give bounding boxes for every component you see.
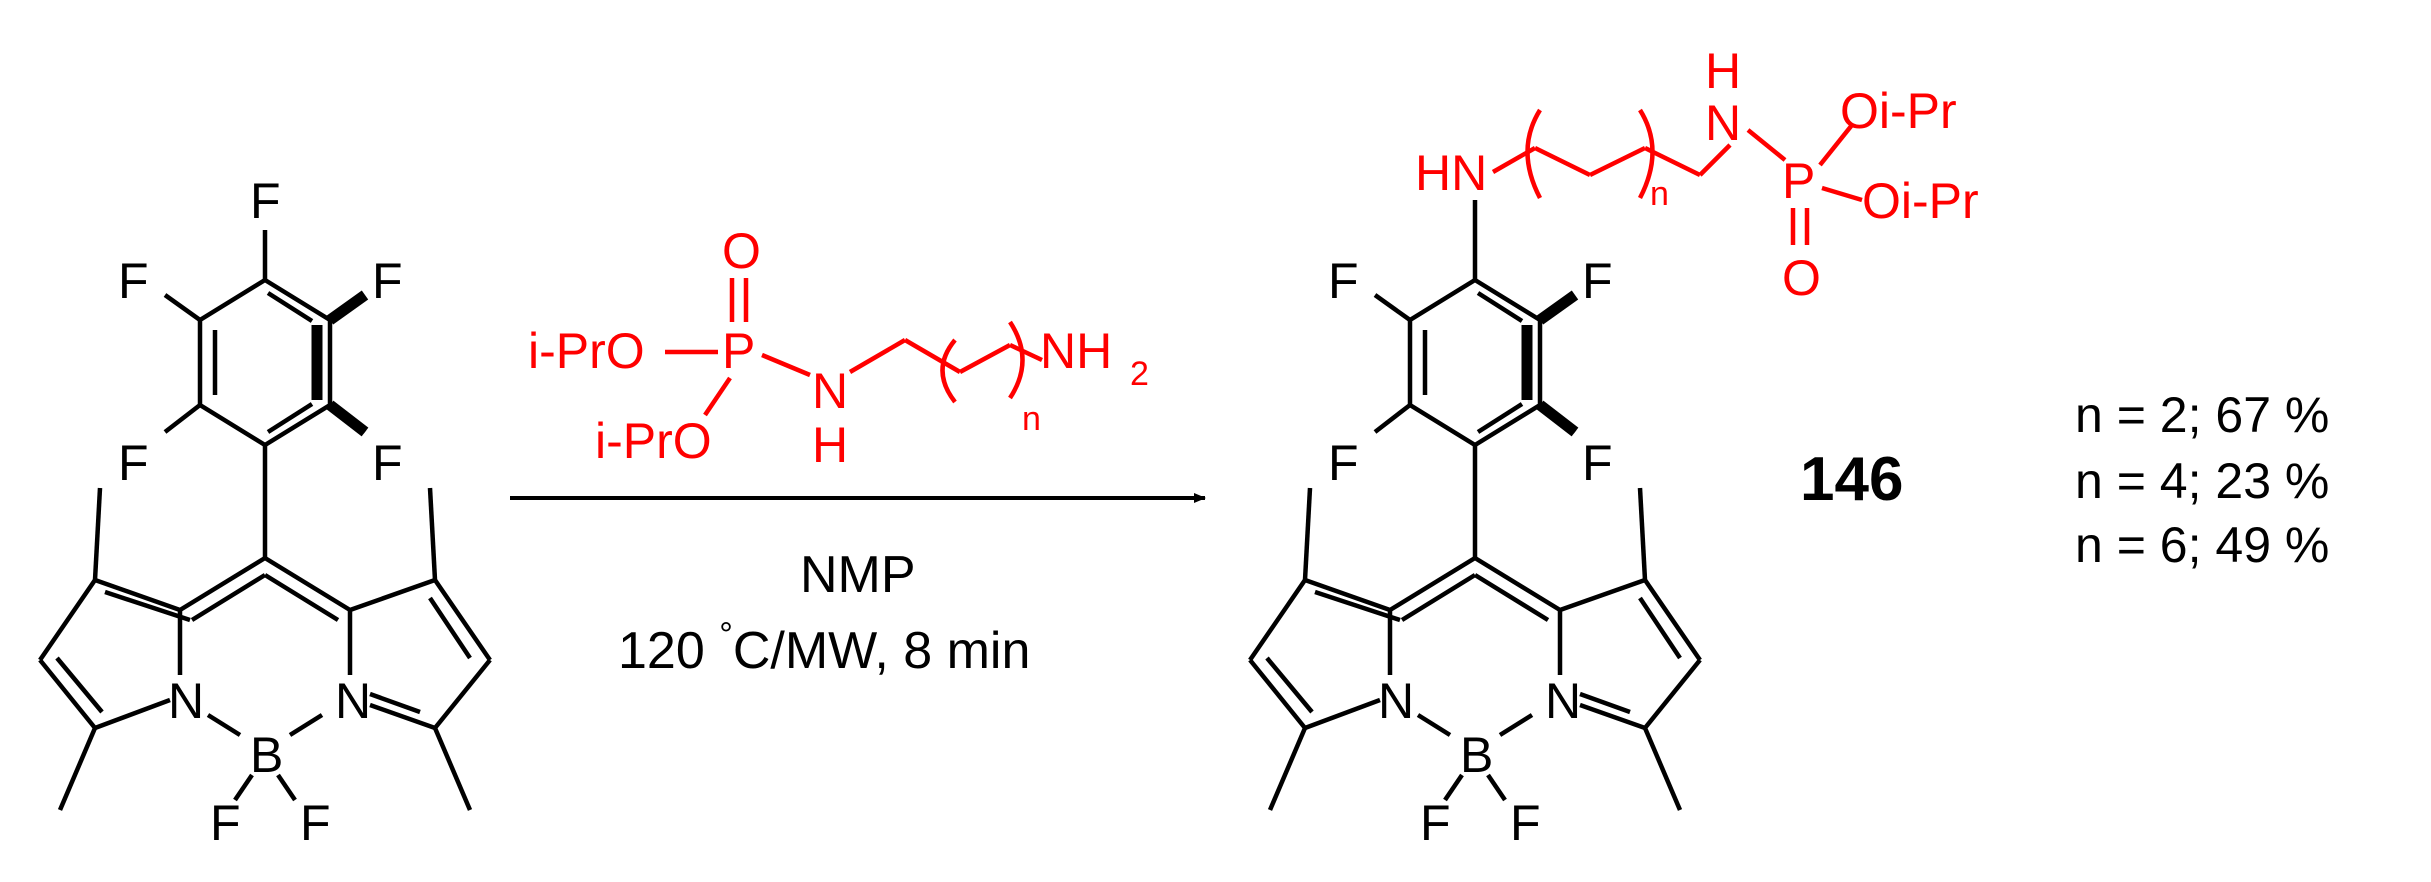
atom-n-left: N (168, 673, 204, 729)
product-oipr-bottom: Oi-Pr (1862, 173, 1979, 229)
product-b: B (1460, 727, 1493, 783)
atom-f-ortho-right: F (372, 435, 403, 491)
reagent-phosphoramidate: O P i-PrO i-PrO N H n NH 2 (528, 223, 1149, 473)
product-f-ortho-right: F (1582, 435, 1613, 491)
label-ipro-top: i-PrO (528, 323, 645, 379)
yield-line: n = 2; 67 % (2075, 387, 2329, 443)
atom-p-reagent: P (722, 323, 755, 379)
atom-o-double: O (722, 223, 761, 279)
product-f-meta-left: F (1328, 253, 1359, 309)
yield-line: n = 4; 23 % (2075, 453, 2329, 509)
starting-material-bodipy: F F F F F N N B F F (40, 173, 490, 851)
atom-n-reagent: N (812, 363, 848, 419)
reaction-arrow-group: NMP 120 °C/MW, 8 min (510, 493, 1206, 680)
product-f-boron-right: F (1510, 795, 1541, 851)
subscript-n-product: n (1650, 175, 1669, 213)
atom-f-ortho-left: F (118, 435, 149, 491)
yield-line: n = 6; 49 % (2075, 517, 2329, 573)
subscript-n-reagent: n (1022, 400, 1041, 438)
product-nh-h: H (1705, 43, 1741, 99)
atom-f-boron-left: F (210, 795, 241, 851)
product-o-double: O (1782, 250, 1821, 306)
atom-f-para: F (250, 173, 281, 229)
atom-h-reagent: H (812, 417, 848, 473)
atom-nh2-n: NH (1040, 323, 1112, 379)
subscript-2: 2 (1130, 355, 1149, 393)
yields-list: n = 2; 67 % n = 4; 23 % n = 6; 49 % (2075, 387, 2329, 573)
temperature-label: 120 °C/MW, 8 min (618, 616, 1030, 680)
label-ipro-bottom: i-PrO (595, 413, 712, 469)
product-hn: HN (1415, 145, 1487, 201)
product-oipr-top: Oi-Pr (1840, 83, 1957, 139)
product-bodipy: F F F F N N B F F (1250, 200, 1700, 851)
product-nh-n: N (1705, 95, 1741, 151)
product-n-left: N (1378, 673, 1414, 729)
compound-number: 146 (1800, 445, 1903, 514)
product-n-right: N (1545, 673, 1581, 729)
atom-n-right: N (335, 673, 371, 729)
product-f-ortho-left: F (1328, 435, 1359, 491)
product-p: P (1782, 153, 1815, 209)
atom-f-meta-right: F (372, 253, 403, 309)
product-f-boron-left: F (1420, 795, 1451, 851)
atom-f-meta-left: F (118, 253, 149, 309)
product-f-meta-right: F (1582, 253, 1613, 309)
atom-f-boron-right: F (300, 795, 331, 851)
product-side-chain: HN n N H P Oi-Pr Oi-Pr O (1415, 43, 1979, 306)
atom-b: B (250, 727, 283, 783)
solvent-label: NMP (800, 546, 916, 604)
